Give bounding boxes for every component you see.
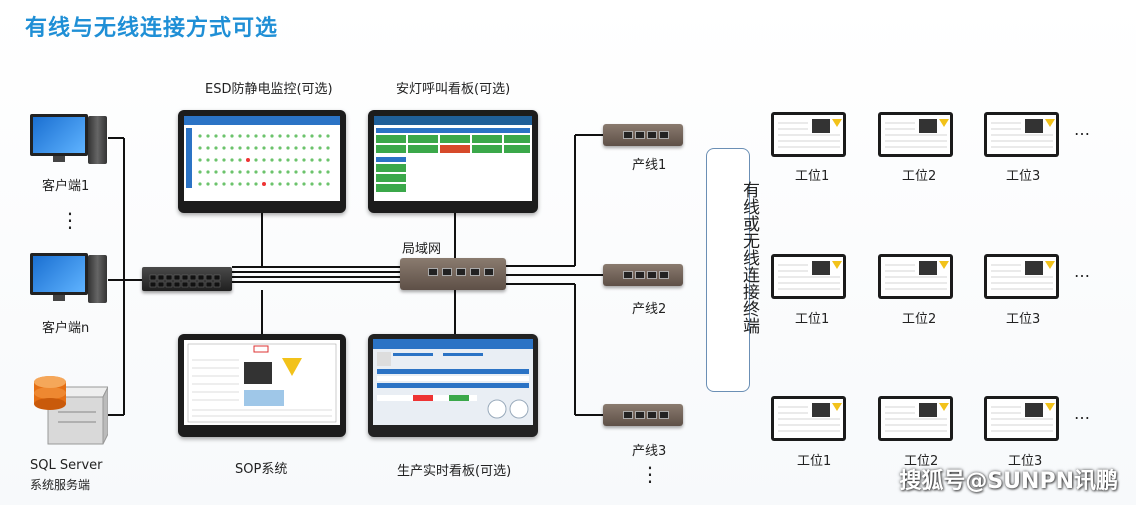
line1-router-icon xyxy=(603,124,683,146)
client-tower-n xyxy=(88,255,107,303)
network-switch-icon xyxy=(142,267,232,291)
page-title: 有线与无线连接方式可选 xyxy=(25,16,279,41)
connection-terminal-text: 有线或无线连接终端 xyxy=(739,181,759,334)
station-screen xyxy=(984,112,1059,157)
station-screen xyxy=(984,396,1059,441)
server-label-1: SQL Server xyxy=(30,458,103,473)
line2-router-icon xyxy=(603,264,683,286)
station-screen xyxy=(984,254,1059,299)
client-1-label: 客户端1 xyxy=(42,179,90,194)
server-label-2: 系统服务端 xyxy=(30,478,91,492)
more-stations-ellipsis: … xyxy=(1074,120,1092,139)
client-monitor-1 xyxy=(30,114,88,156)
line3-label: 产线3 xyxy=(632,444,667,459)
esd-label: ESD防静电监控(可选) xyxy=(205,82,333,97)
sop-monitor xyxy=(178,334,346,437)
station-label: 工位3 xyxy=(1006,169,1041,184)
line2-label: 产线2 xyxy=(632,302,667,317)
connection-terminal-box: 有线或无线连接终端 xyxy=(706,148,759,392)
production-tablet xyxy=(368,334,538,437)
more-stations-ellipsis: … xyxy=(1074,404,1092,423)
monitor-stand xyxy=(53,156,65,162)
sop-label: SOP系统 xyxy=(235,462,288,477)
lines-vertical-ellipsis: ⋮ xyxy=(640,462,660,486)
line1-label: 产线1 xyxy=(632,158,667,173)
client-monitor-n xyxy=(30,253,88,295)
vertical-ellipsis: ⋮ xyxy=(60,208,80,232)
server-icon xyxy=(28,372,109,448)
watermark: 搜狐号@SUNPN讯鹏 xyxy=(899,469,1118,494)
andon-label: 安灯呼叫看板(可选) xyxy=(396,82,511,97)
station-label: 工位1 xyxy=(795,312,830,327)
station-screen xyxy=(771,396,846,441)
station-label: 工位2 xyxy=(904,454,939,469)
production-label: 生产实时看板(可选) xyxy=(397,464,512,479)
client-n-label: 客户端n xyxy=(42,321,90,336)
station-label: 工位3 xyxy=(1006,312,1041,327)
station-screen xyxy=(771,112,846,157)
station-label: 工位1 xyxy=(797,454,832,469)
monitor-stand xyxy=(53,295,65,301)
more-stations-ellipsis: … xyxy=(1074,262,1092,281)
station-screen xyxy=(878,112,953,157)
station-label: 工位1 xyxy=(795,169,830,184)
andon-monitor xyxy=(368,110,538,213)
line3-router-icon xyxy=(603,404,683,426)
station-screen xyxy=(771,254,846,299)
station-label: 工位2 xyxy=(902,312,937,327)
client-tower-1 xyxy=(88,116,107,164)
lan-router-icon xyxy=(400,258,506,290)
station-screen xyxy=(878,396,953,441)
esd-monitor xyxy=(178,110,346,213)
lan-label: 局域网 xyxy=(402,242,442,257)
station-label: 工位3 xyxy=(1008,454,1043,469)
station-screen xyxy=(878,254,953,299)
station-label: 工位2 xyxy=(902,169,937,184)
